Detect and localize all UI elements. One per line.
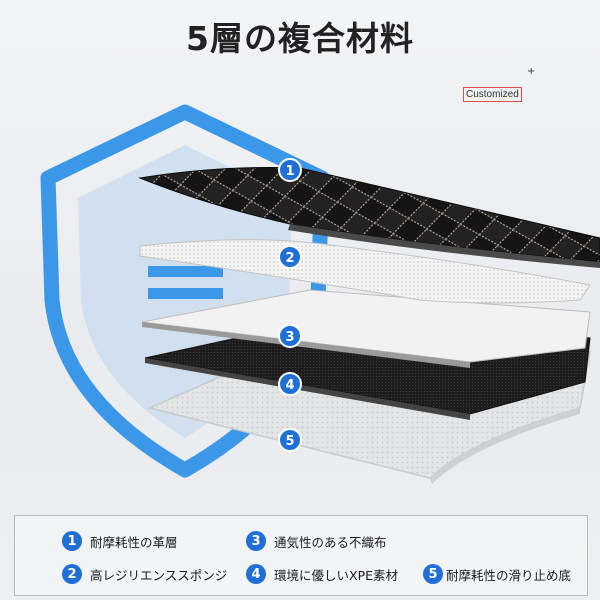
layer-marker-1: 1: [278, 158, 302, 182]
legend-label-1: 耐摩耗性の革層: [90, 534, 178, 550]
page-title: 5層の複合材料: [186, 19, 414, 58]
layer-marker-3: 3: [278, 324, 302, 348]
number-2-icon: 2: [62, 564, 82, 584]
svg-text:3: 3: [285, 330, 294, 345]
legend-label-5: 耐摩耗性の滑り止め底: [446, 567, 572, 583]
layers-illustration: 1 2 3 4 5: [40, 104, 600, 484]
legend-box: 1 耐摩耗性の革層 3 通気性のある不織布 2 高レジリエンススポンジ 4 環境…: [14, 515, 588, 596]
legend-item-5: 5 耐摩耗性の滑り止め底: [423, 564, 571, 584]
number-5-icon: 5: [423, 564, 443, 584]
legend-item-1: 1 耐摩耗性の革層: [62, 531, 178, 551]
layer-marker-5: 5: [278, 428, 302, 452]
svg-text:5: 5: [285, 434, 294, 449]
customized-badge: Customized: [463, 87, 522, 102]
layer-marker-2: 2: [278, 245, 302, 269]
svg-text:2: 2: [285, 251, 294, 266]
number-4-icon: 4: [246, 564, 266, 584]
svg-text:1: 1: [285, 164, 294, 179]
plus-mark: +: [527, 66, 536, 77]
layer-marker-4: 4: [278, 372, 302, 396]
legend-item-2: 2 高レジリエンススポンジ: [62, 564, 227, 584]
legend-label-2: 高レジリエンススポンジ: [90, 567, 228, 583]
svg-text:4: 4: [285, 378, 294, 393]
legend-label-4: 環境に優しいXPE素材: [274, 567, 398, 583]
legend-item-4: 4 環境に優しいXPE素材: [246, 564, 398, 584]
layer-2-sheet: [139, 239, 591, 304]
legend-item-3: 3 通気性のある不織布: [246, 531, 387, 551]
number-3-icon: 3: [246, 531, 266, 551]
legend-label-3: 通気性のある不織布: [274, 534, 387, 550]
number-1-icon: 1: [62, 531, 82, 551]
